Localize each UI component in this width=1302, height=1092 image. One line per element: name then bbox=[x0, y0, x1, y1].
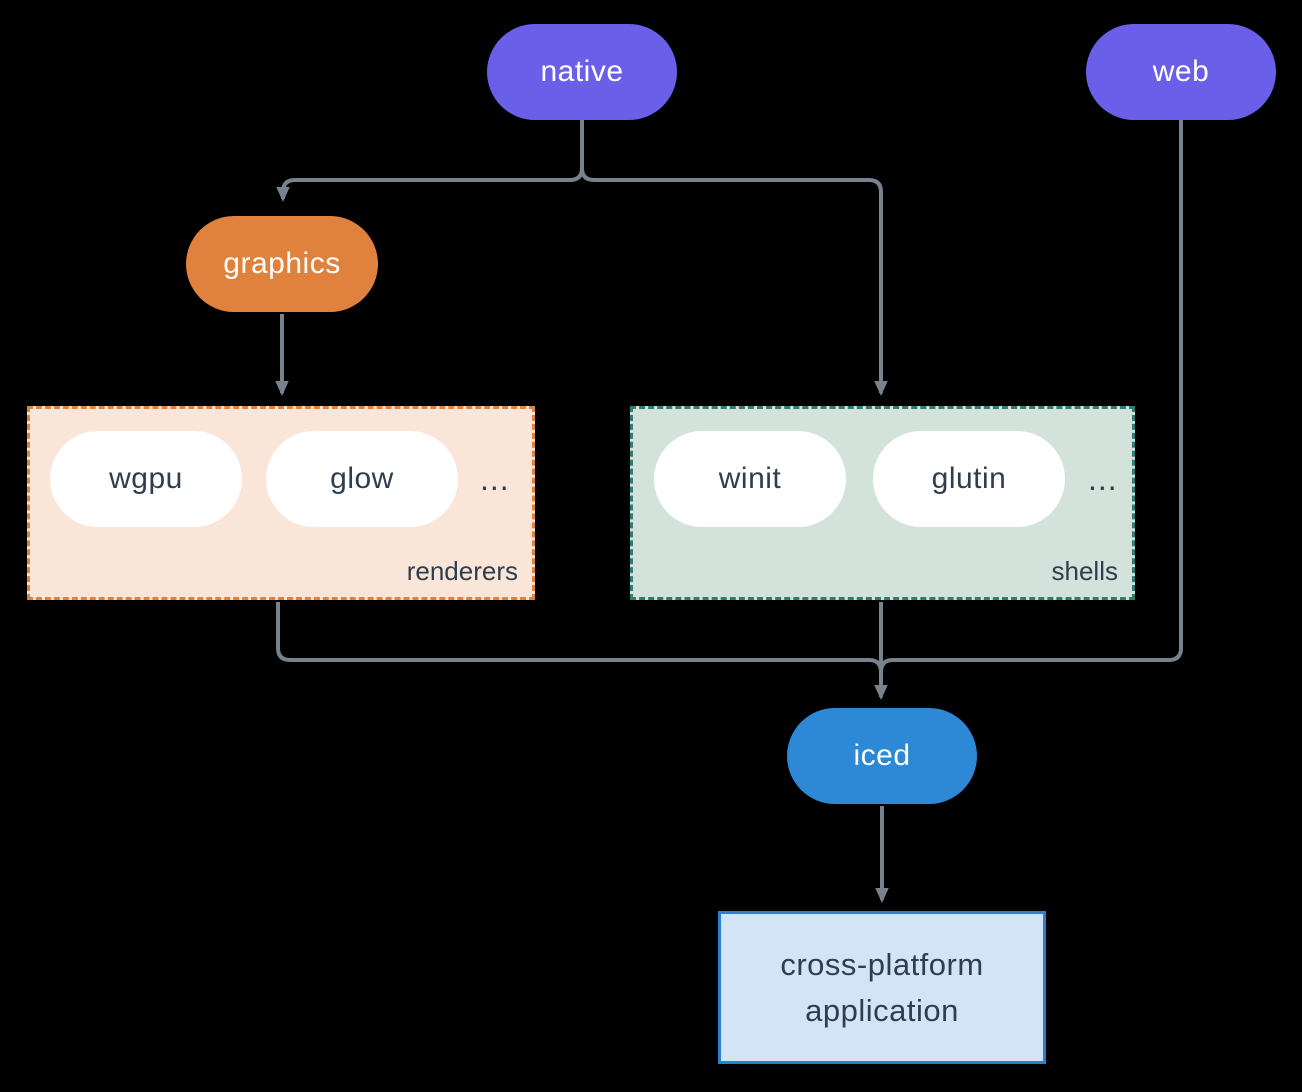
node-winit-label: winit bbox=[718, 462, 782, 495]
node-wgpu: wgpu bbox=[50, 431, 242, 527]
node-glutin-label: glutin bbox=[931, 462, 1007, 495]
node-glutin: glutin bbox=[873, 431, 1065, 527]
node-graphics-label: graphics bbox=[223, 247, 341, 280]
node-native: native bbox=[487, 24, 677, 120]
node-web-label: web bbox=[1152, 55, 1210, 88]
renderers-group-label: renderers bbox=[406, 556, 518, 586]
edge-renderers-to-iced bbox=[276, 602, 883, 673]
app-label-line2: application bbox=[805, 992, 959, 1028]
node-wgpu-label: wgpu bbox=[109, 462, 183, 495]
node-cross-platform-application: cross-platform application bbox=[718, 911, 1046, 1064]
node-graphics: graphics bbox=[186, 216, 378, 312]
edge-native-to-shells bbox=[580, 118, 888, 396]
group-renderers: wgpu glow ... renderers bbox=[27, 406, 535, 600]
shells-ellipsis: ... bbox=[1088, 460, 1118, 497]
node-glow: glow bbox=[266, 431, 458, 527]
node-web: web bbox=[1086, 24, 1276, 120]
renderers-ellipsis: ... bbox=[480, 460, 510, 497]
shells-group-label: shells bbox=[1051, 556, 1118, 586]
node-glow-label: glow bbox=[330, 462, 394, 495]
node-iced-label: iced bbox=[853, 739, 911, 772]
edge-native-to-graphics bbox=[276, 118, 584, 202]
node-winit: winit bbox=[654, 431, 846, 527]
group-shells: winit glutin ... shells bbox=[630, 406, 1135, 600]
node-iced: iced bbox=[787, 708, 977, 804]
app-label-line1: cross-platform bbox=[780, 946, 984, 982]
node-native-label: native bbox=[540, 55, 624, 88]
